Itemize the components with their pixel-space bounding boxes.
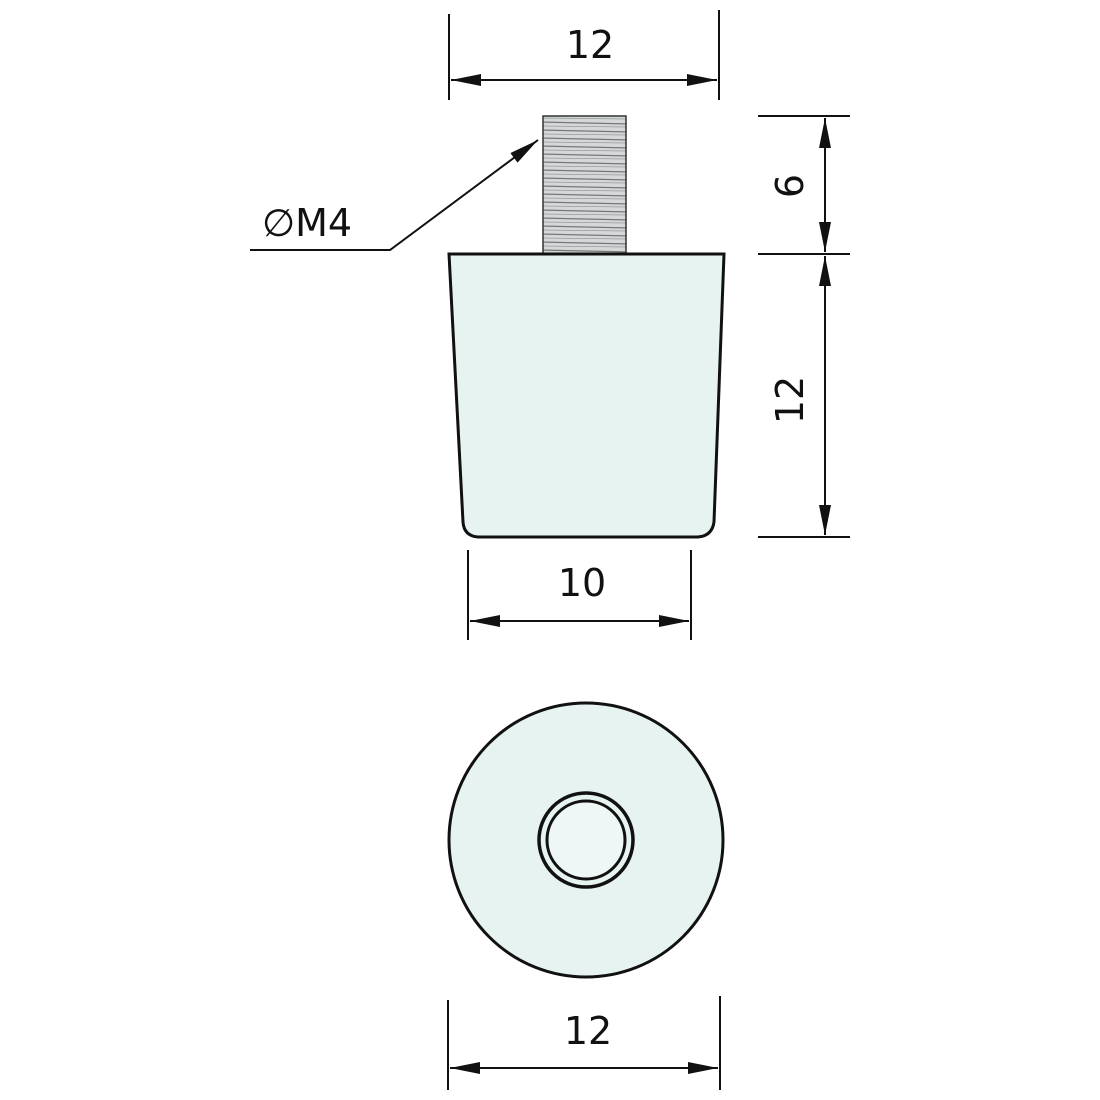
dimension-end-view-diameter: 12 xyxy=(447,996,721,1090)
dimension-label-top-width: 12 xyxy=(566,23,614,67)
dimension-top-width: 12 xyxy=(448,10,720,100)
dimension-heights: 6 12 xyxy=(758,115,850,538)
rubber-body-side-view xyxy=(447,252,726,539)
dimension-label-bottom-width: 10 xyxy=(558,561,606,605)
rubber-body-end-view xyxy=(447,701,725,979)
dimension-label-thread-height: 6 xyxy=(768,174,812,198)
thread-label: ∅M4 xyxy=(262,201,352,245)
dimension-label-body-height: 12 xyxy=(768,376,812,424)
dimension-bottom-width: 10 xyxy=(467,550,692,640)
dimension-label-end-view-diameter: 12 xyxy=(564,1009,612,1053)
threaded-stud xyxy=(542,115,627,255)
thread-leader: ∅M4 xyxy=(250,139,539,251)
